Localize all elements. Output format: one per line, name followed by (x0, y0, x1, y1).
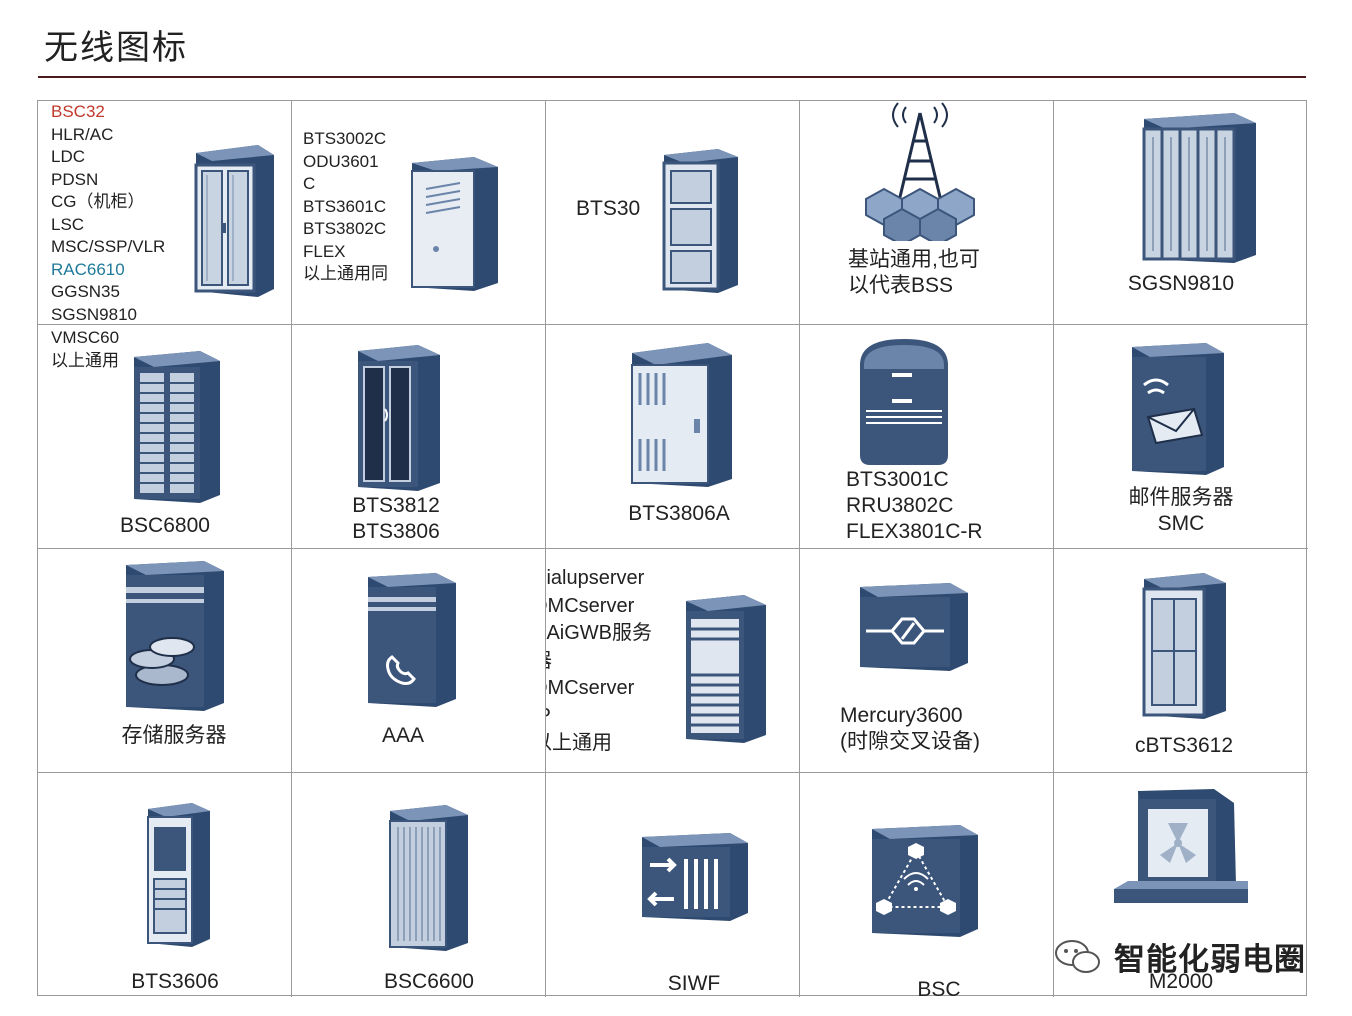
icon-cell: BSC6600 (292, 773, 546, 997)
wechat-logo-icon (1055, 940, 1100, 973)
cbts-cabinet-icon (1142, 573, 1226, 719)
icon-cell: cBTS3612 (1054, 549, 1308, 773)
rack-cabinet-icon (194, 145, 274, 297)
title-divider (38, 76, 1306, 78)
bts-rack-icon (662, 149, 738, 293)
storage-server-icon (126, 561, 224, 711)
cell-label: BSC (917, 978, 961, 997)
cell-label: BTS3606 (131, 970, 219, 993)
icon-cell: AAA (292, 549, 546, 773)
cell-label: 邮件服务器 SMC (1128, 486, 1234, 535)
management-terminal-icon (1114, 789, 1248, 903)
icon-cell: BTS3001C RRU3802C FLEX3801C-R (800, 325, 1054, 549)
cell-label: cBTS3612 (1134, 734, 1234, 757)
aaa-phone-server-icon (368, 573, 456, 707)
bsc-slim-cabinet-icon (389, 805, 468, 951)
cell-label: 基站通用,也可 以代表BSS (848, 248, 980, 297)
icon-cell: BTS3812 BTS3806 (292, 325, 546, 549)
mail-server-icon (1132, 343, 1224, 475)
tower-server-icon (686, 595, 766, 743)
icon-cell: Mercury3600 (时隙交叉设备) (800, 549, 1054, 773)
bsc-network-box-icon (872, 825, 978, 937)
cell-label: BSC32 HLR/AC LDC PDSN CG（机柜） LSC MSC/SSP… (51, 102, 166, 324)
bts-outdoor-cabinet-icon (411, 157, 498, 291)
icon-cell: 基站通用,也可 以代表BSS (800, 101, 1054, 325)
cell-label: Mercury3600 (时隙交叉设备) (840, 704, 980, 753)
icon-cell: SGSN9810 (1054, 101, 1308, 325)
cell-label: BTS30 (576, 197, 641, 220)
page-title: 无线图标 (44, 29, 188, 67)
icon-cell: M2000 (1054, 773, 1308, 997)
cell-label: Dialupserver OMCserver HAiGWB服务 器 OMCser… (546, 567, 652, 754)
icon-grid: BSC32 HLR/AC LDC PDSN CG（机柜） LSC MSC/SSP… (37, 100, 1308, 997)
bts-vented-cabinet-icon (631, 343, 732, 487)
icon-cell: BTS3002C ODU3601 C BTS3601C BTS3802C FLE… (292, 101, 546, 325)
icon-cell: Dialupserver OMCserver HAiGWB服务 器 OMCser… (546, 549, 800, 773)
icon-cell: VMSC60 以上通用 BSC6800 (38, 325, 292, 549)
icon-cell: BTS30 (546, 101, 800, 325)
cell-label: BTS3001C RRU3802C FLEX3801C-R (846, 468, 983, 543)
tdm-switch-icon (860, 583, 968, 671)
icon-cell: BTS3806A (546, 325, 800, 549)
icon-cell: SIWF (546, 773, 800, 997)
cell-label-continued: VMSC60 以上通用 (51, 328, 120, 370)
bts-cabinet-icon (358, 345, 440, 491)
cell-label: SGSN9810 (1127, 272, 1235, 295)
rru-unit-icon (860, 339, 948, 465)
cell-label: BTS3812 BTS3806 (352, 494, 440, 543)
cell-label: BSC6600 (384, 970, 474, 993)
watermark-text: 智能化弱电圈 (1114, 942, 1306, 977)
cell-label: M2000 (1148, 970, 1214, 993)
bts-slim-cabinet-icon (147, 803, 210, 947)
cell-label: SIWF (667, 972, 721, 995)
cell-label: AAA (381, 724, 425, 747)
interworking-box-icon (642, 833, 748, 921)
cell-label: BTS3002C ODU3601 C BTS3601C BTS3802C FLE… (303, 129, 388, 283)
icon-cell: BSC32 HLR/AC LDC PDSN CG（机柜） LSC MSC/SSP… (38, 101, 292, 325)
sgsn-cabinet-icon (1142, 113, 1256, 263)
bsc-cabinet-icon (134, 351, 220, 503)
icon-cell: 邮件服务器 SMC (1054, 325, 1308, 549)
icon-cell: BTS3606 (38, 773, 292, 997)
icon-cell: 存储服务器 (38, 549, 292, 773)
cell-label: BTS3806A (628, 502, 730, 525)
cell-label: BSC6800 (120, 514, 210, 537)
radio-tower-icon (865, 102, 975, 241)
cell-label: 存储服务器 (121, 724, 227, 747)
icon-cell: BSC (800, 773, 1054, 997)
